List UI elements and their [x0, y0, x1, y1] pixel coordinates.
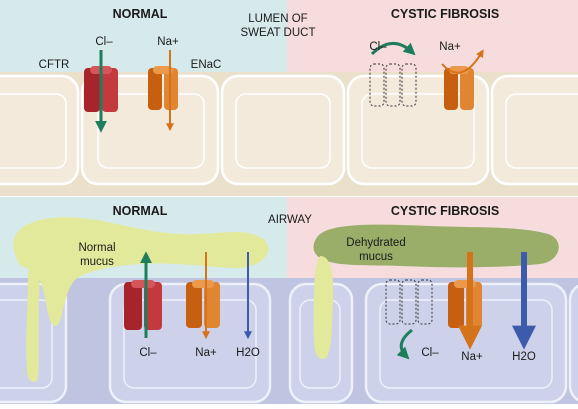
airway-normal-heading: NORMAL: [113, 204, 168, 218]
sweat-normal-sodium-label: Na+: [157, 36, 179, 48]
airway-normal-sodium-label: Na+: [195, 347, 217, 359]
cftr-label: CFTR: [39, 59, 70, 71]
airway-cf-sodium-label: Na+: [461, 351, 483, 363]
enac-channel-sweat-cf: [444, 66, 474, 110]
airway-cf-labels: CYSTIC FIBROSIS Dehydrated mucus Cl– Na+…: [346, 204, 536, 363]
sweat-normal-chloride-label: Cl–: [95, 36, 113, 48]
dehydrated-mucus-label-line2: mucus: [359, 251, 393, 263]
cftr-channel-airway-normal: [124, 280, 162, 330]
airway-normal-chloride-label: Cl–: [139, 347, 157, 359]
normal-mucus: [13, 217, 269, 382]
airway-normal-water-label: H2O: [236, 347, 260, 359]
sweat-cf-heading: CYSTIC FIBROSIS: [391, 7, 499, 21]
chloride-blocked-arrow-airway-cf: [396, 328, 413, 360]
airway-label: AIRWAY: [268, 214, 312, 226]
sweat-cf-sodium-label: Na+: [439, 41, 461, 53]
airway-cf-chloride-label: Cl–: [421, 347, 439, 359]
enac-label: ENaC: [191, 59, 222, 71]
normal-mucus-label-line1: Normal: [78, 242, 115, 254]
enac-channel-airway-normal: [186, 280, 220, 328]
lumen-label: LUMEN OF SWEAT DUCT: [241, 13, 316, 39]
dehydrated-mucus: [313, 224, 559, 360]
sweat-normal-heading: NORMAL: [113, 7, 168, 21]
airway-epithelium: [0, 278, 578, 404]
airway-cf-water-label: H2O: [512, 351, 536, 363]
airway-cf-heading: CYSTIC FIBROSIS: [391, 204, 499, 218]
airway-normal-labels: NORMAL Normal mucus Cl– Na+ H2O: [78, 204, 259, 359]
sweat-duct-normal-labels: NORMAL CFTR Cl– Na+ ENaC: [39, 7, 222, 71]
chloride-blocked-arrow-sweat-cf: [370, 42, 416, 56]
lumen-label-line1: LUMEN OF: [248, 13, 307, 25]
normal-mucus-label-line2: mucus: [80, 256, 114, 268]
cftr-channel-sweat-normal: [84, 66, 118, 112]
missing-cftr-airway-cf: [385, 279, 433, 325]
sodium-arrow-sweat-cf: [441, 49, 484, 74]
sweat-cf-chloride-label: Cl–: [369, 41, 387, 53]
sweat-duct-cf-labels: CYSTIC FIBROSIS Cl– Na+: [369, 7, 499, 53]
missing-cftr-sweat-cf: [369, 63, 417, 107]
dehydrated-mucus-label-line1: Dehydrated: [346, 237, 405, 249]
lumen-label-line2: SWEAT DUCT: [241, 27, 316, 39]
